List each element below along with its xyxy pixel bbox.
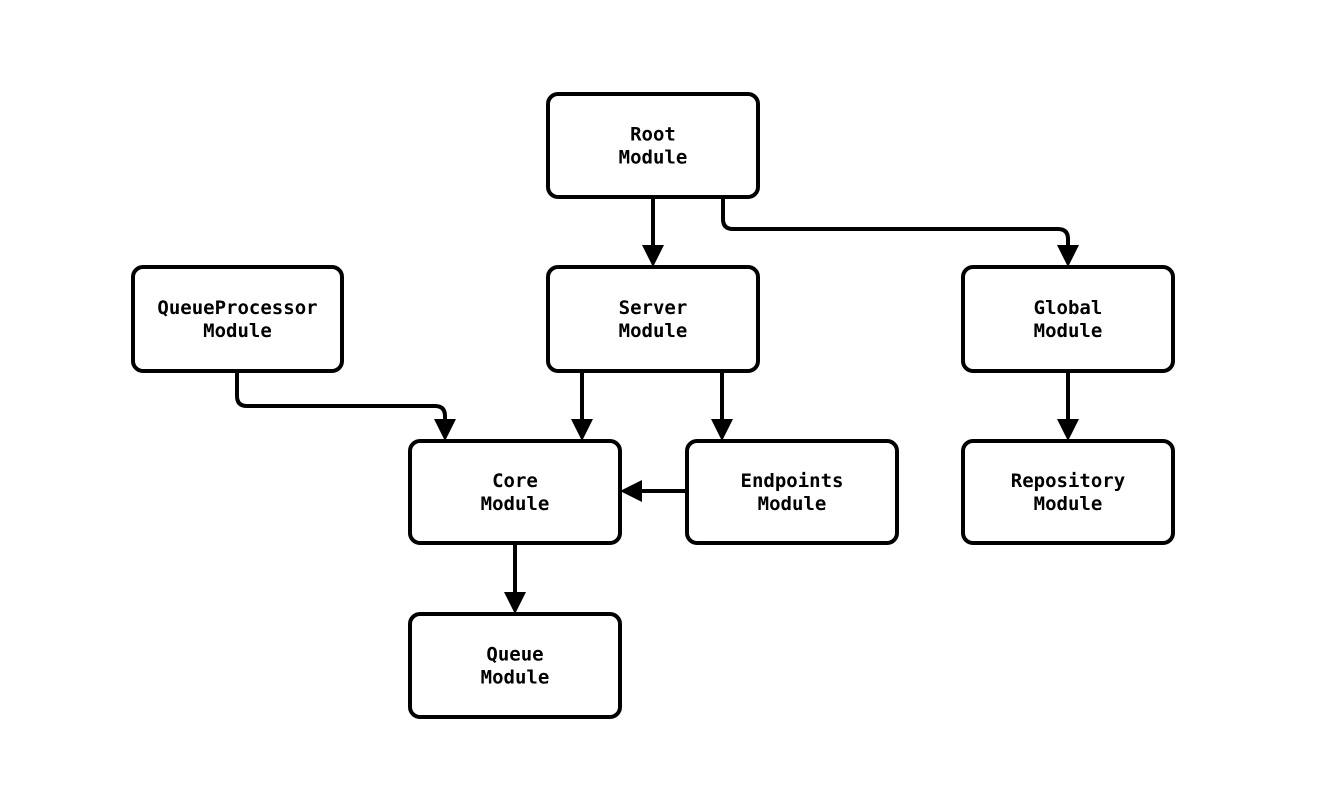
arrowhead-icon (1057, 419, 1079, 441)
edge-line (721, 197, 1070, 247)
edge-core-to-queue (504, 543, 526, 614)
arrowhead-icon (504, 592, 526, 614)
node-label-line2: Module (481, 493, 550, 515)
node-box[interactable] (546, 265, 760, 373)
node-label-line2: Module (619, 320, 688, 342)
node-label-line1: Global (1034, 297, 1103, 319)
edge-line (235, 371, 447, 421)
node-label-line2: Module (619, 146, 688, 168)
node-label-line1: Endpoints (741, 470, 844, 492)
node-label-line2: Module (758, 493, 827, 515)
arrowhead-icon (620, 480, 642, 502)
edge-root-to-server (642, 197, 664, 267)
node-label-line1: QueueProcessor (157, 297, 317, 319)
node-box[interactable] (408, 439, 622, 545)
edge-queueprocessor-to-core (235, 371, 456, 441)
node-box[interactable] (546, 92, 760, 199)
arrowhead-icon (1057, 245, 1079, 267)
node-label-line1: Repository (1011, 470, 1125, 492)
node-label-line1: Queue (486, 643, 543, 665)
node-label-line1: Server (619, 297, 688, 319)
arrowhead-icon (642, 245, 664, 267)
node-label-line2: Module (203, 320, 272, 342)
node-label-line1: Core (492, 470, 538, 492)
edges-layer (235, 197, 1079, 614)
arrowhead-icon (434, 419, 456, 441)
edge-server-to-endpoints (711, 371, 733, 441)
arrowhead-icon (711, 419, 733, 441)
node-label-line2: Module (1034, 320, 1103, 342)
node-label-line2: Module (481, 666, 550, 688)
node-label-line2: Module (1034, 493, 1103, 515)
node-box[interactable] (685, 439, 899, 545)
node-box[interactable] (961, 439, 1175, 545)
node-box[interactable] (408, 612, 622, 719)
node-box[interactable] (961, 265, 1175, 373)
node-box[interactable] (131, 265, 344, 373)
edge-global-to-repository (1057, 371, 1079, 441)
edge-server-to-core (571, 371, 593, 441)
node-label-line1: Root (630, 123, 676, 145)
edge-root-to-global (721, 197, 1079, 267)
arrowhead-icon (571, 419, 593, 441)
edge-endpoints-to-core (620, 480, 687, 502)
